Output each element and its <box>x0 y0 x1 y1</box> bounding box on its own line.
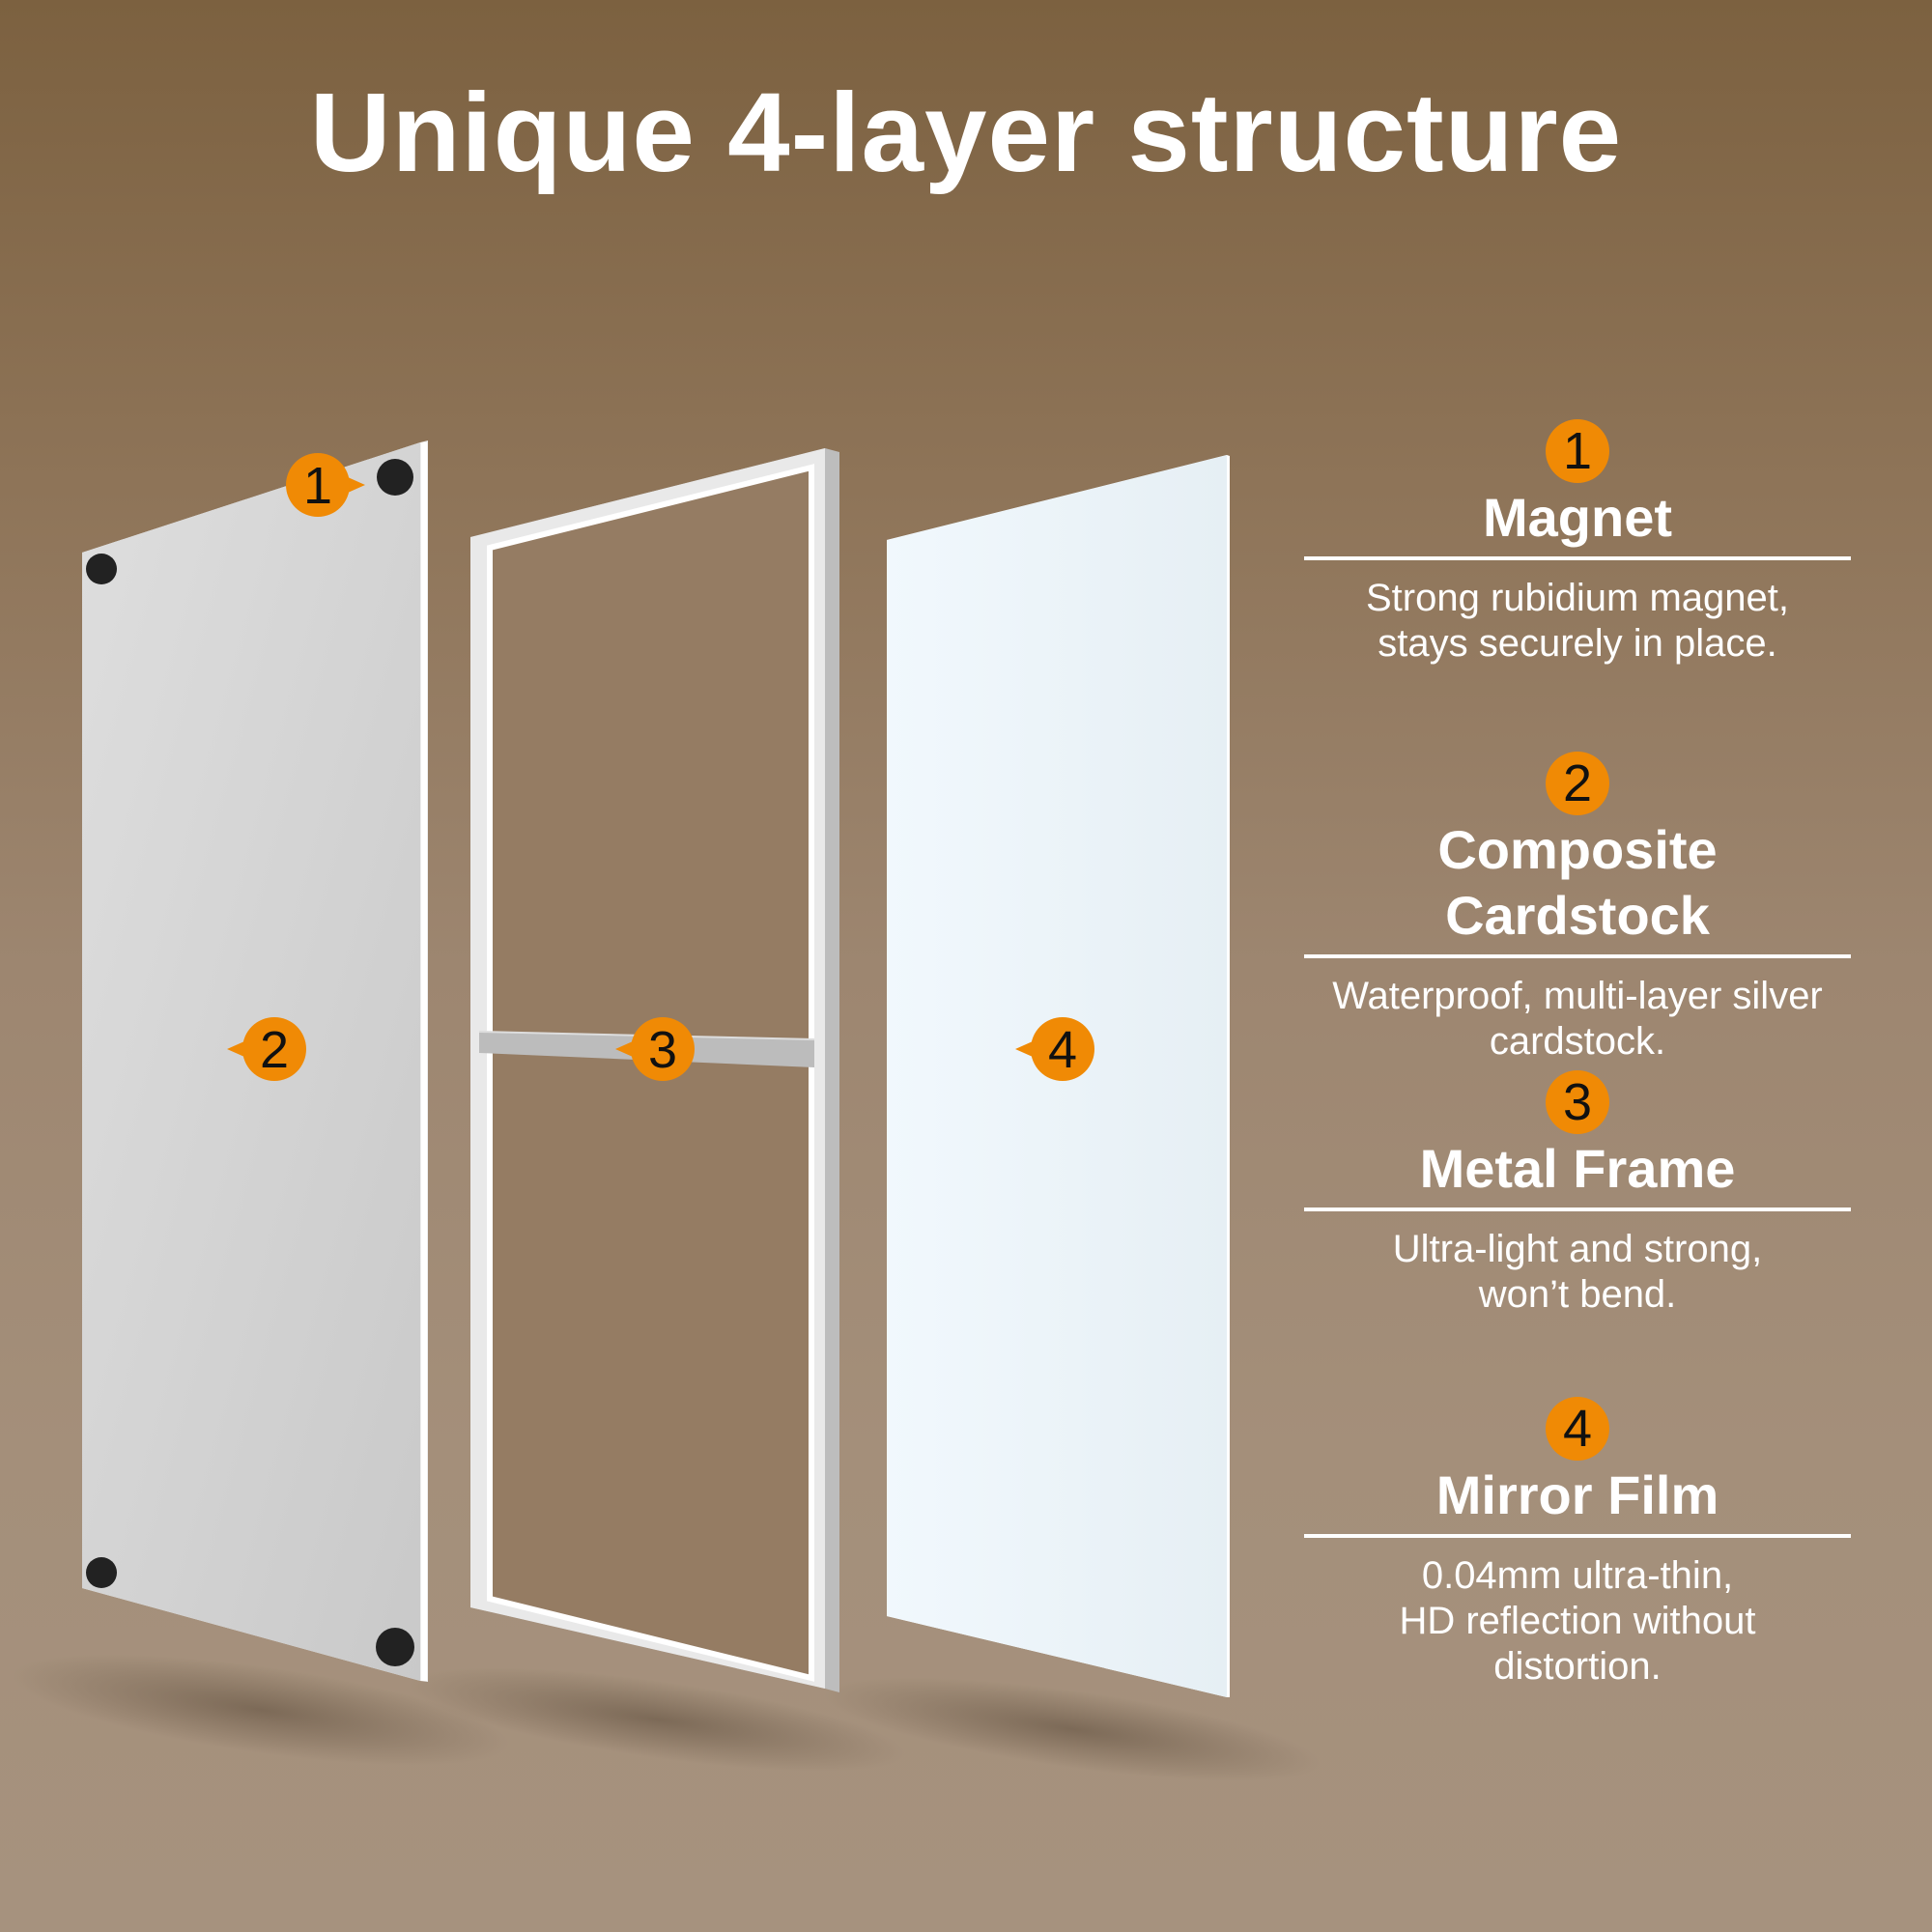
callout-circle <box>242 1017 306 1081</box>
feature-title: Metal Frame <box>1304 1136 1851 1211</box>
feature-description: 0.04mm ultra-thin, HD reflection without… <box>1399 1554 1756 1688</box>
feature-number-badge: 4 <box>1546 1397 1609 1461</box>
shadow <box>12 1654 510 1766</box>
callout-marker-1: 1 <box>286 453 365 517</box>
callout-marker-4: 4 <box>1015 1017 1094 1081</box>
callout-marker-3: 3 <box>615 1017 695 1081</box>
feature-number-badge: 3 <box>1546 1070 1609 1134</box>
page-title: Unique 4-layer structure <box>309 70 1623 195</box>
callout-circle <box>1031 1017 1094 1081</box>
shadow <box>408 1667 906 1772</box>
callout-number: 3 <box>648 1021 677 1079</box>
magnet-icon <box>377 459 413 496</box>
shadow <box>823 1677 1321 1781</box>
feature-number-badge: 2 <box>1546 752 1609 815</box>
magnet-icon <box>86 1557 117 1588</box>
feature-composite-cardstock: 2 Composite Cardstock Waterproof, multi-… <box>1304 752 1851 1065</box>
callout-number: 2 <box>260 1021 289 1079</box>
callout-circle <box>286 453 350 517</box>
magnet-icon <box>376 1628 414 1666</box>
callout-number: 1 <box>303 457 332 515</box>
callout-marker-2: 2 <box>227 1017 306 1081</box>
feature-title: Mirror Film <box>1304 1463 1851 1538</box>
feature-description: Ultra-light and strong, won’t bend. <box>1392 1228 1763 1316</box>
feature-title: Composite Cardstock <box>1304 817 1851 958</box>
feature-description: Strong rubidium magnet, stays securely i… <box>1365 577 1789 665</box>
feature-description: Waterproof, multi-layer silver cardstock… <box>1332 975 1823 1063</box>
feature-metal-frame: 3 Metal Frame Ultra-light and strong, wo… <box>1304 1070 1851 1318</box>
feature-title: Magnet <box>1304 485 1851 560</box>
callout-number: 4 <box>1048 1021 1077 1079</box>
feature-magnet: 1 Magnet Strong rubidium magnet, stays s… <box>1304 419 1851 667</box>
feature-mirror-film: 4 Mirror Film 0.04mm ultra-thin, HD refl… <box>1304 1397 1851 1690</box>
callout-circle <box>631 1017 695 1081</box>
magnet-icon <box>86 554 117 584</box>
feature-number-badge: 1 <box>1546 419 1609 483</box>
